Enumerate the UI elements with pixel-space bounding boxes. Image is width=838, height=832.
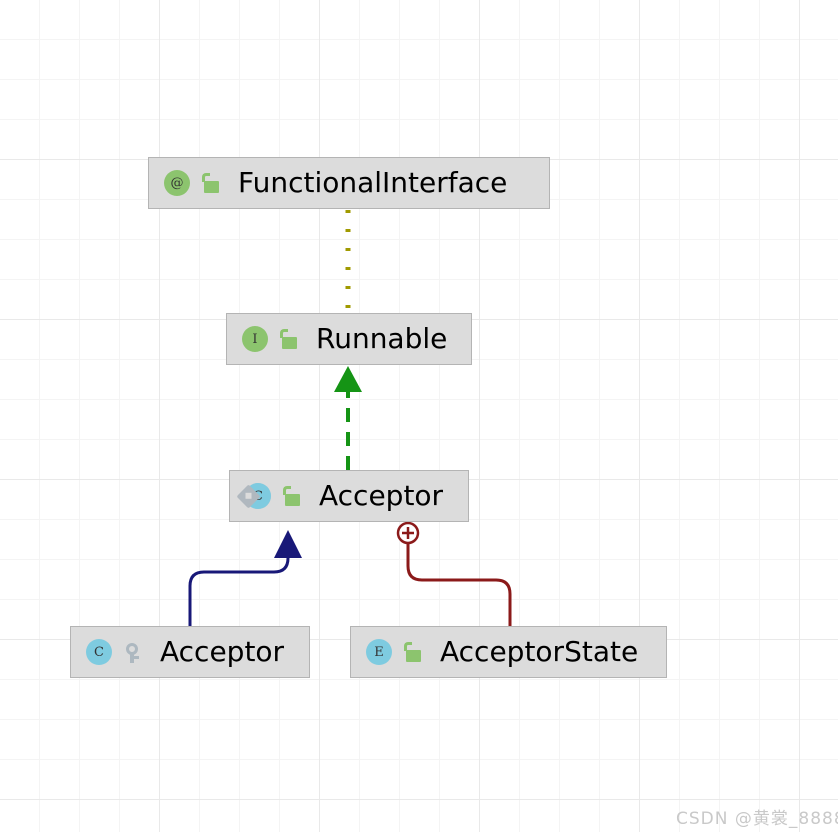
enum-icon: E (365, 638, 393, 666)
public-lock-icon (402, 640, 424, 664)
node-acceptor-state[interactable]: E AcceptorState (350, 626, 667, 678)
inner-class-plus-circle (396, 521, 420, 545)
public-lock-icon (200, 171, 222, 195)
public-lock-icon (278, 327, 300, 351)
public-lock-icon (281, 484, 303, 508)
interface-icon: I (241, 325, 269, 353)
class-icon-glyph: C (86, 639, 112, 665)
node-label-acceptor-abstract: Acceptor (319, 479, 444, 512)
node-label-acceptor-state: AcceptorState (440, 635, 639, 668)
enum-icon-glyph: E (366, 639, 392, 665)
abstract-class-icon: C (236, 482, 272, 510)
extends-edge-line (188, 556, 290, 626)
node-label-runnable: Runnable (316, 322, 448, 355)
interface-icon-glyph: I (242, 326, 268, 352)
node-acceptor-abstract[interactable]: C Acceptor (229, 470, 469, 522)
inner-class-edge[interactable] (396, 521, 512, 626)
extends-edge[interactable] (188, 530, 302, 626)
inner-class-edge-line (406, 543, 512, 626)
node-runnable[interactable]: I Runnable (226, 313, 472, 365)
node-acceptor-class[interactable]: C Acceptor (70, 626, 310, 678)
node-label-acceptor-class: Acceptor (160, 635, 285, 668)
watermark: CSDN @黄裳_8888 (676, 809, 838, 829)
node-label-functional-interface: FunctionalInterface (238, 166, 508, 199)
implements-edge[interactable] (334, 366, 362, 470)
annotation-icon-glyph: @ (164, 170, 190, 196)
implements-arrowhead (334, 366, 362, 392)
annotation-icon: @ (163, 169, 191, 197)
node-functional-interface[interactable]: @ FunctionalInterface (148, 157, 550, 209)
extends-arrowhead (274, 530, 302, 558)
class-icon: C (85, 638, 113, 666)
package-private-key-icon (122, 640, 144, 664)
